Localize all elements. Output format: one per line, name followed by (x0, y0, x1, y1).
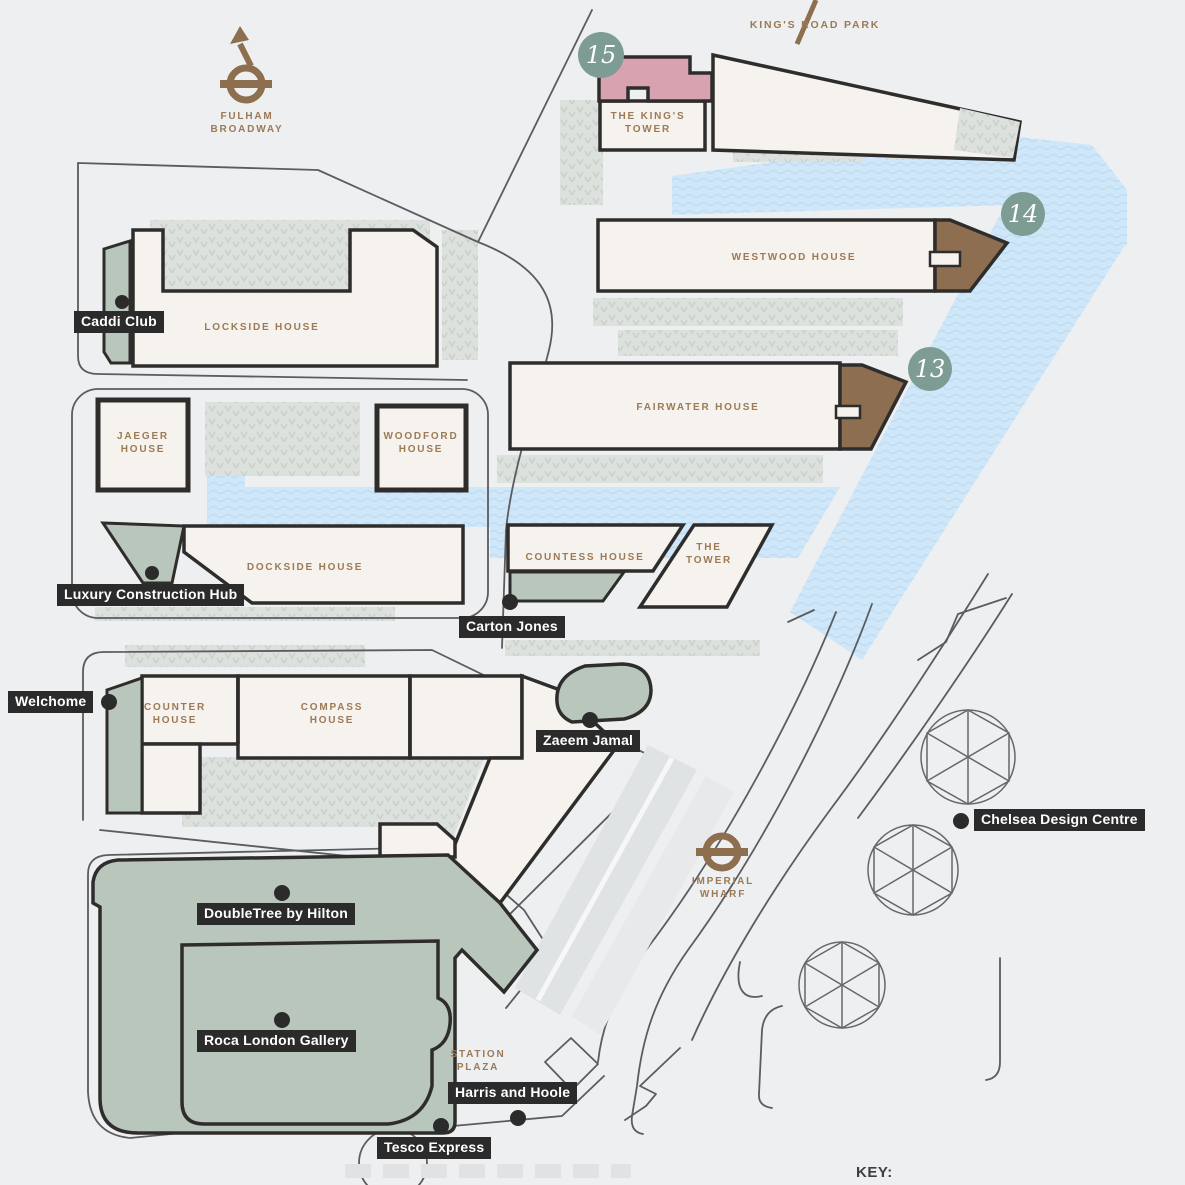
label-imperial-wharf: IMPERIAL WHARF (692, 875, 754, 901)
poi-dot-harris-and-hoole (510, 1110, 526, 1126)
service-road-bands (515, 745, 734, 1035)
building-westwood-brown-end (933, 218, 1010, 293)
building-the-tower (636, 523, 775, 609)
poi-tag-harris-and-hoole: Harris and Hoole (448, 1082, 578, 1104)
poi-dot-caddi-club (115, 295, 129, 309)
label-line: HOUSE (120, 444, 166, 455)
building-kings-tower (598, 99, 707, 152)
label-line: FULHAM (220, 111, 274, 122)
marker-circle-13 (908, 347, 952, 391)
poi-tag-caddi-club: Caddi Club (74, 311, 164, 333)
poi-tag-doubletree-by-hilton: DoubleTree by Hilton (197, 903, 356, 925)
building-westwood-house (596, 218, 937, 293)
station-building-outline (544, 1037, 599, 1091)
label-line: STATION (450, 1049, 506, 1060)
label-dockside-house: DOCKSIDE HOUSE (246, 562, 364, 573)
poi-dot-zaeem-jamal (582, 712, 598, 728)
label-woodford-house: WOODFORD HOUSE (384, 430, 459, 456)
label-line: JAEGER (117, 431, 169, 442)
label-fulham-broadway: FULHAM BROADWAY (211, 110, 284, 136)
marker-number-14: 14 (1008, 200, 1039, 228)
building-dockside-house (182, 524, 465, 605)
building-woodford-house (374, 403, 469, 493)
gas-holder-icon (920, 709, 1016, 805)
poi-tag-carton-jones: Carton Jones (459, 616, 565, 638)
label-station-plaza: STATION PLAZA (450, 1048, 505, 1074)
poi-tag-tesco-express: Tesco Express (377, 1137, 492, 1159)
label-line: TOWER (624, 124, 672, 135)
label-line: THE (696, 542, 722, 553)
label-counter-house: COUNTER HOUSE (144, 701, 206, 727)
poi-dot-carton-jones (502, 594, 518, 610)
poi-tag-welchome: Welchome (8, 691, 94, 713)
label-compass-house: COMPASS HOUSE (301, 701, 363, 727)
marker-number-13: 13 (915, 355, 946, 383)
poi-dot-welchome (101, 694, 117, 710)
label-line: TOWER (685, 555, 733, 566)
poi-tag-chelsea-design-centre: Chelsea Design Centre (974, 809, 1145, 831)
building-dividers (236, 676, 412, 758)
label-westwood-house: WESTWOOD HOUSE (731, 252, 857, 263)
poi-dot-roca (274, 1012, 290, 1028)
building-zaeem-jamal (555, 662, 653, 724)
label-countess-house: COUNTESS HOUSE (525, 552, 645, 563)
label-fairwater-house: FAIRWATER HOUSE (636, 402, 760, 413)
label-lockside-house: LOCKSIDE HOUSE (204, 322, 320, 333)
label-kings-road-park: KING'S ROAD PARK (749, 19, 881, 31)
poi-tag-roca-london-gallery: Roca London Gallery (197, 1030, 356, 1052)
label-jaeger-house: JAEGER HOUSE (117, 430, 169, 456)
poi-dot-doubletree (274, 885, 290, 901)
label-line: COMPASS (300, 702, 364, 713)
gas-holder-icon (798, 941, 886, 1029)
label-kings-tower: THE KING'S TOWER (611, 110, 686, 136)
poi-tag-luxury-construction-hub: Luxury Construction Hub (57, 584, 245, 606)
building-dockside-wedge (100, 521, 186, 585)
water-creek (207, 133, 1127, 660)
poi-tag-zaeem-jamal: Zaeem Jamal (536, 730, 641, 752)
building-lockside-house (131, 228, 439, 368)
poi-dot-luxury-construction-hub (145, 566, 159, 580)
road-site-boundary (77, 9, 593, 243)
label-line: PLAZA (456, 1062, 500, 1073)
label-line: THE KING'S (610, 111, 686, 122)
building-fairwater-house (508, 361, 842, 451)
building-fairwater-brown-end (838, 363, 909, 451)
poi-dot-chelsea-design-centre (953, 813, 969, 829)
paving-blocks (345, 1164, 631, 1178)
key-heading: KEY: (856, 1164, 893, 1181)
label-line: HOUSE (152, 715, 198, 726)
label-line: HOUSE (309, 715, 355, 726)
label-line: IMPERIAL (691, 876, 755, 887)
building-jaeger-house (95, 397, 191, 493)
building-welchome-strip (105, 675, 144, 815)
plot-markers: 15 14 13 (578, 32, 1045, 391)
marker-number-15: 15 (586, 41, 617, 69)
label-line: WOODFORD (383, 431, 459, 442)
building-countess-house (506, 523, 687, 573)
label-line: BROADWAY (210, 124, 284, 135)
marker-circle-15 (578, 32, 624, 78)
building-kings-wedge (711, 52, 1022, 162)
poi-dot-tesco-express (433, 1118, 449, 1134)
gas-holder-icon (867, 824, 959, 916)
marker-circle-14 (1001, 192, 1045, 236)
park-path (794, 0, 819, 45)
road-block-dockside (71, 388, 489, 619)
label-line: COUNTER (143, 702, 207, 713)
label-line: WHARF (699, 889, 747, 900)
label-the-tower: THE TOWER (686, 541, 732, 567)
imperial-wharf-roundel-icon (696, 832, 748, 872)
fulham-broadway-roundel-icon (220, 26, 272, 104)
gas-holders (798, 709, 1016, 1029)
poi-dots (101, 295, 969, 1134)
building-countess-strip (508, 570, 627, 603)
building-kings-tower-pink (597, 55, 714, 103)
label-line: HOUSE (398, 444, 444, 455)
